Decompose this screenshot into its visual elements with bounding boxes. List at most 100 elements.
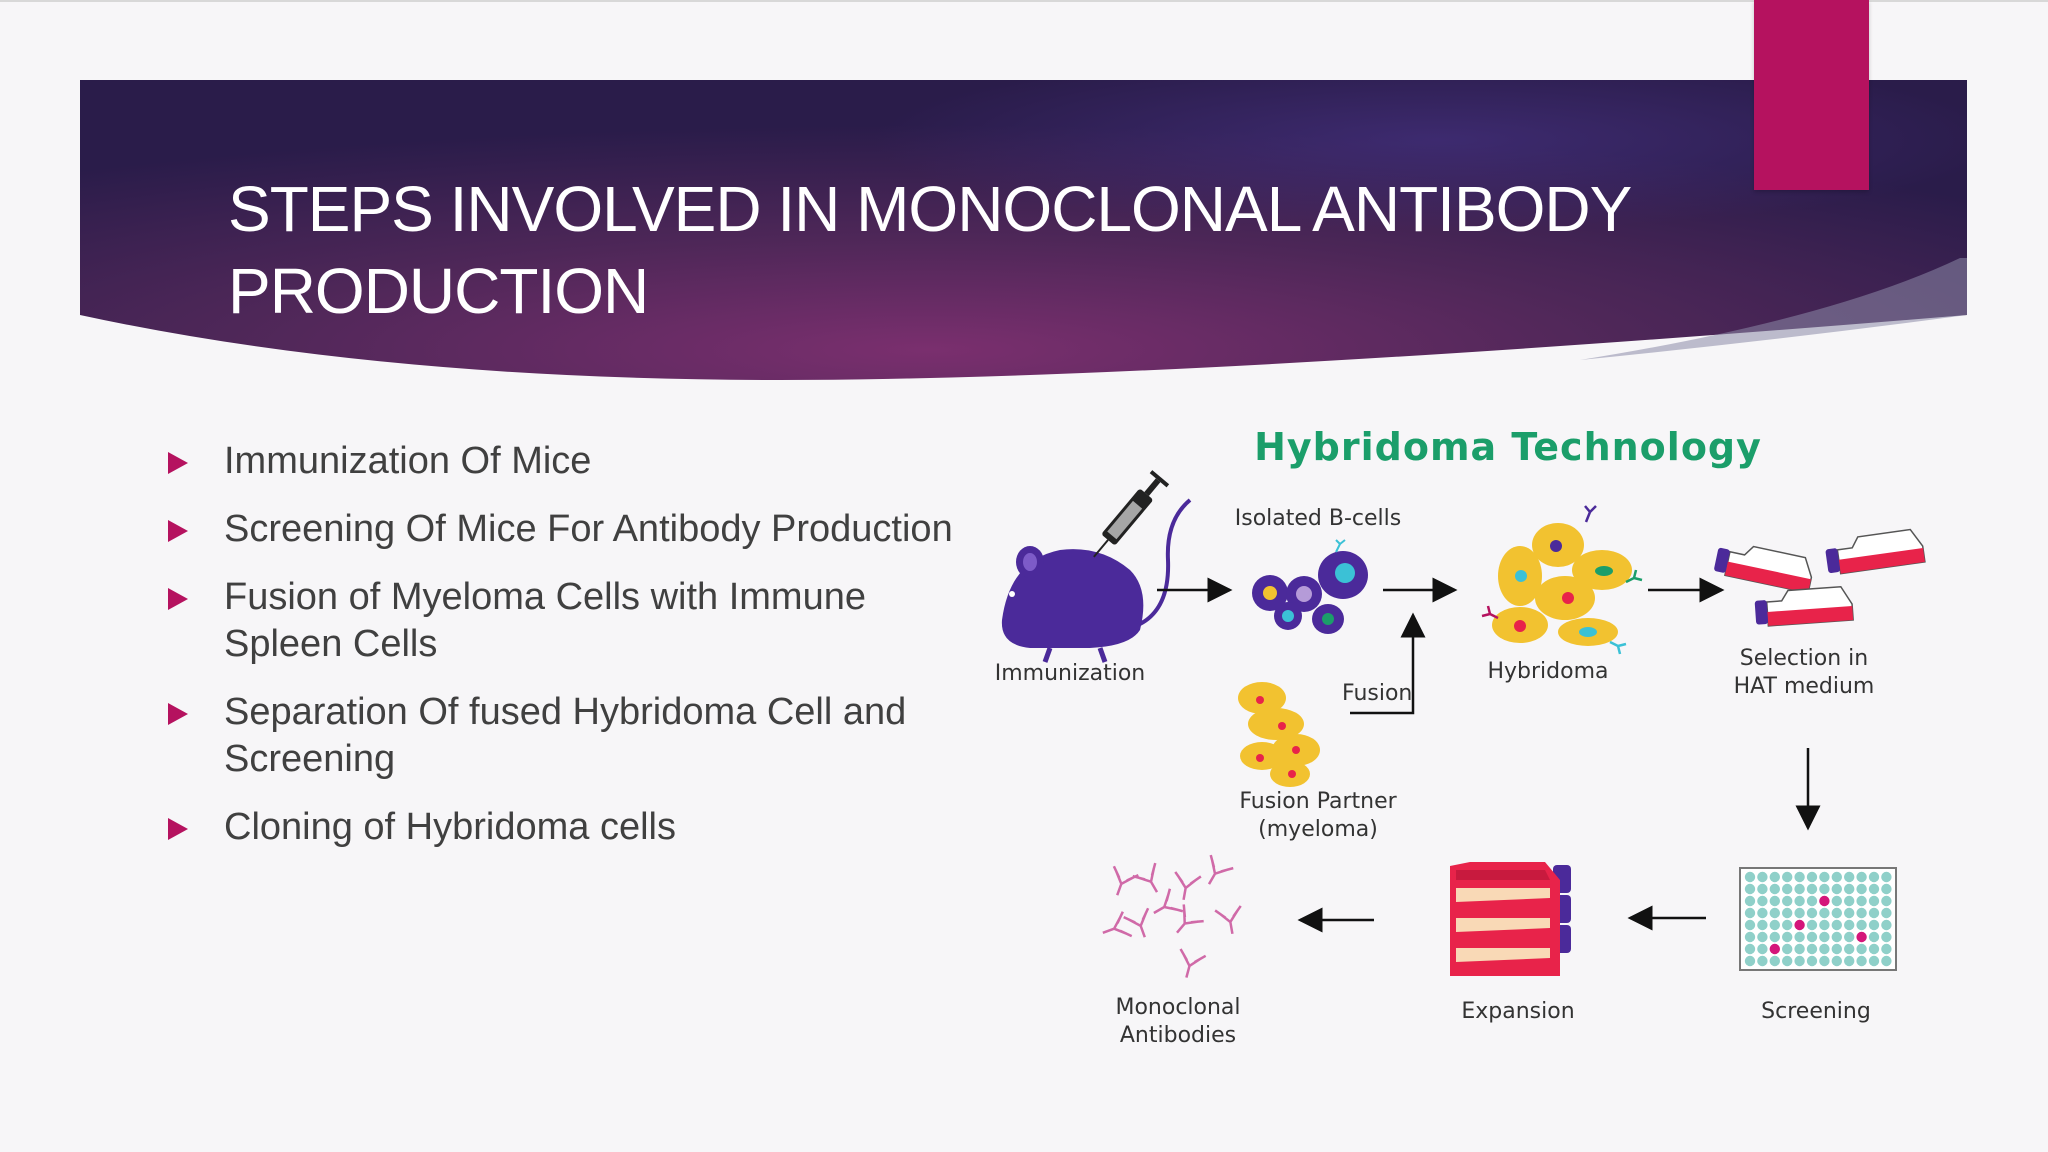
- diagram-title: Hybridoma Technology: [1254, 425, 1762, 469]
- label-selection-1: Selection in: [1740, 646, 1868, 671]
- plate-well: [1881, 871, 1892, 883]
- list-item-text: Cloning of Hybridoma cells: [224, 806, 676, 848]
- plate-well: [1744, 871, 1756, 883]
- plate-well: [1757, 907, 1768, 919]
- mouse-syringe-icon: [1001, 470, 1192, 663]
- plate-well: [1782, 919, 1793, 931]
- plate-well: [1769, 883, 1780, 895]
- plate-well: [1844, 955, 1855, 967]
- plate-well: [1819, 955, 1830, 967]
- plate-well: [1744, 931, 1756, 943]
- antibody-icon: [1207, 854, 1234, 885]
- plate-well: [1831, 931, 1842, 943]
- plate-well: [1744, 955, 1756, 967]
- plate-well: [1806, 907, 1818, 919]
- steps-list: Immunization Of Mice Screening Of Mice F…: [168, 438, 968, 872]
- plate-well: [1744, 883, 1756, 895]
- bullet-arrow-icon: [168, 703, 188, 725]
- antibody-icon: [1176, 904, 1204, 934]
- plate-well: [1831, 871, 1842, 883]
- plate-well: [1881, 919, 1892, 931]
- plate-well: [1769, 919, 1780, 931]
- expansion-flasks-icon: [1450, 862, 1571, 976]
- plate-well: [1856, 943, 1867, 955]
- top-border: [0, 0, 2048, 2]
- plate-well: [1881, 883, 1892, 895]
- plate-well: [1757, 883, 1768, 895]
- antibody-icon: [1132, 862, 1159, 893]
- label-immunization: Immunization: [995, 661, 1146, 686]
- plate-well: [1856, 919, 1867, 931]
- plate-well: [1769, 871, 1780, 883]
- hybridoma-cells-icon: [1481, 505, 1643, 655]
- fusion-arrow-icon: [1350, 612, 1426, 715]
- plate-well: [1806, 955, 1818, 967]
- list-item-text: Screening: [224, 738, 396, 780]
- plate-well: [1794, 907, 1805, 919]
- plate-well: [1757, 871, 1768, 883]
- plate-well: [1819, 871, 1830, 883]
- plate-well: [1844, 919, 1855, 931]
- plate-well: [1806, 943, 1818, 955]
- antibody-icon: [1112, 865, 1139, 896]
- list-item-text: Fusion of Myeloma Cells with Immune: [224, 576, 866, 618]
- plate-well: [1794, 895, 1805, 907]
- plate-well: [1782, 895, 1793, 907]
- label-monoclonal-1: Monoclonal: [1115, 995, 1240, 1020]
- plate-well: [1868, 943, 1880, 955]
- plate-well: [1757, 955, 1768, 967]
- plate-well: [1844, 931, 1855, 943]
- plate-well: [1881, 955, 1892, 967]
- title-banner-shape: [80, 80, 1967, 380]
- plate-well: [1868, 871, 1880, 883]
- plate-well: [1794, 955, 1805, 967]
- plate-well: [1806, 931, 1818, 943]
- label-selection-2: HAT medium: [1734, 674, 1875, 699]
- plate-well: [1868, 907, 1880, 919]
- label-screening: Screening: [1761, 999, 1871, 1024]
- plate-well: [1819, 907, 1830, 919]
- plate-well: [1757, 895, 1768, 907]
- title-banner: [80, 80, 1967, 380]
- bullet-arrow-icon: [168, 452, 188, 474]
- plate-well: [1881, 931, 1892, 943]
- antibody-icon: [1153, 888, 1184, 915]
- hybridoma-diagram: Hybridoma Technology Immunization Isolat…: [995, 425, 1926, 1048]
- plate-well: [1844, 895, 1855, 907]
- plate-well: [1868, 895, 1880, 907]
- screening-plate-icon: [1739, 867, 1897, 971]
- plate-well: [1744, 895, 1756, 907]
- list-item-text: Spleen Cells: [224, 623, 438, 665]
- plate-well: [1782, 943, 1793, 955]
- plate-well: [1856, 895, 1867, 907]
- label-isolated-b-cells: Isolated B-cells: [1235, 506, 1401, 531]
- plate-well: [1806, 919, 1818, 931]
- label-expansion: Expansion: [1461, 999, 1574, 1024]
- plate-well: [1757, 919, 1768, 931]
- plate-well: [1881, 943, 1892, 955]
- plate-well: [1794, 919, 1805, 931]
- plate-well: [1844, 871, 1855, 883]
- plate-well: [1769, 907, 1780, 919]
- plate-wells: [1744, 871, 1892, 967]
- title-line-1: STEPS INVOLVED IN MONOCLONAL ANTIBODY: [228, 173, 1632, 245]
- label-fusion: Fusion: [1342, 681, 1412, 706]
- plate-well: [1794, 943, 1805, 955]
- page-title: STEPS INVOLVED IN MONOCLONAL ANTIBODY PR…: [228, 168, 1728, 332]
- bullet-arrow-icon: [168, 818, 188, 840]
- plate-well: [1856, 883, 1867, 895]
- plate-well: [1819, 919, 1830, 931]
- plate-well: [1769, 955, 1780, 967]
- list-item: Immunization Of Mice: [168, 438, 968, 485]
- antibody-icon: [1214, 905, 1242, 935]
- plate-well: [1782, 907, 1793, 919]
- list-item-text: Separation Of fused Hybridoma Cell and: [224, 691, 907, 733]
- plate-well: [1856, 955, 1867, 967]
- plate-well: [1782, 955, 1793, 967]
- plate-well: [1769, 943, 1780, 955]
- plate-well: [1782, 871, 1793, 883]
- plate-well: [1806, 883, 1818, 895]
- accent-tab: [1754, 0, 1869, 190]
